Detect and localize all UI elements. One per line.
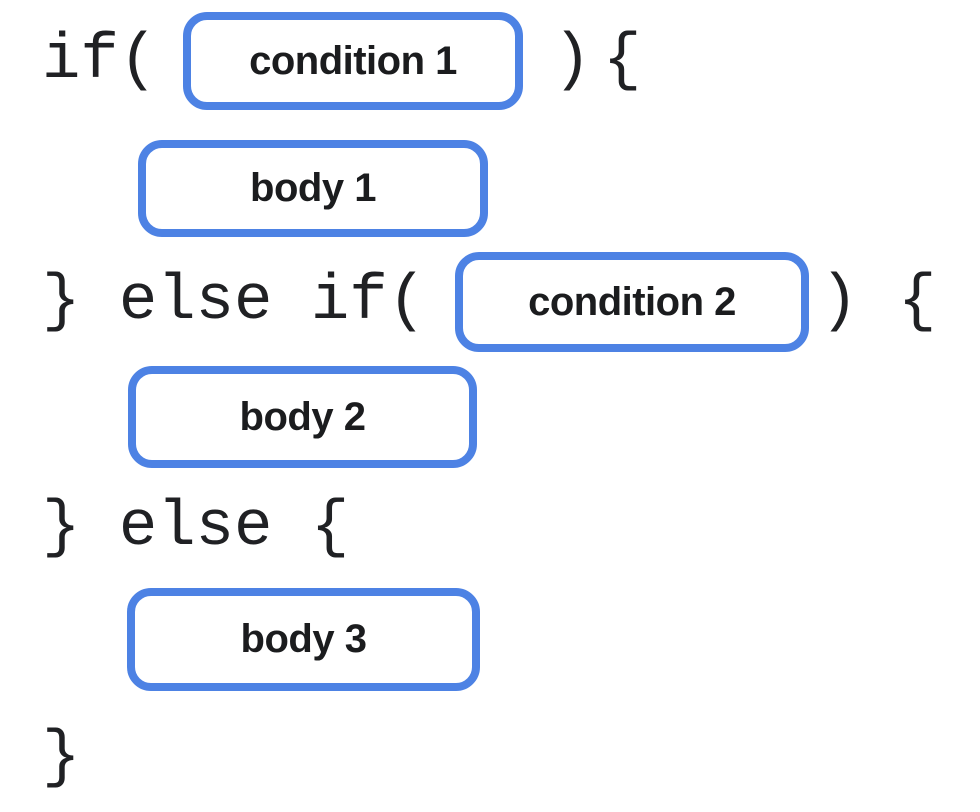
condition-1-label: condition 1 bbox=[249, 38, 457, 83]
body-3-label: body 3 bbox=[240, 617, 367, 661]
code-if-open: if( bbox=[42, 25, 158, 97]
body-3-placeholder[interactable]: body 3 bbox=[127, 588, 480, 691]
body-2-placeholder[interactable]: body 2 bbox=[128, 366, 477, 468]
body-1-placeholder[interactable]: body 1 bbox=[138, 140, 488, 237]
condition-1-placeholder[interactable]: condition 1 bbox=[183, 12, 523, 110]
body-1-label: body 1 bbox=[250, 166, 376, 210]
code-else-if-open: } else if( bbox=[42, 266, 427, 338]
code-close-paren-2: ) bbox=[820, 266, 859, 338]
code-close-paren-1: ) bbox=[553, 25, 592, 97]
condition-2-placeholder[interactable]: condition 2 bbox=[455, 252, 809, 352]
condition-2-label: condition 2 bbox=[528, 279, 736, 324]
code-else-open: } else { bbox=[42, 492, 350, 564]
code-close-brace-final: } bbox=[42, 722, 81, 794]
body-2-label: body 2 bbox=[239, 394, 366, 439]
code-open-brace-1: { bbox=[603, 25, 642, 97]
code-open-brace-2: { bbox=[898, 266, 937, 338]
